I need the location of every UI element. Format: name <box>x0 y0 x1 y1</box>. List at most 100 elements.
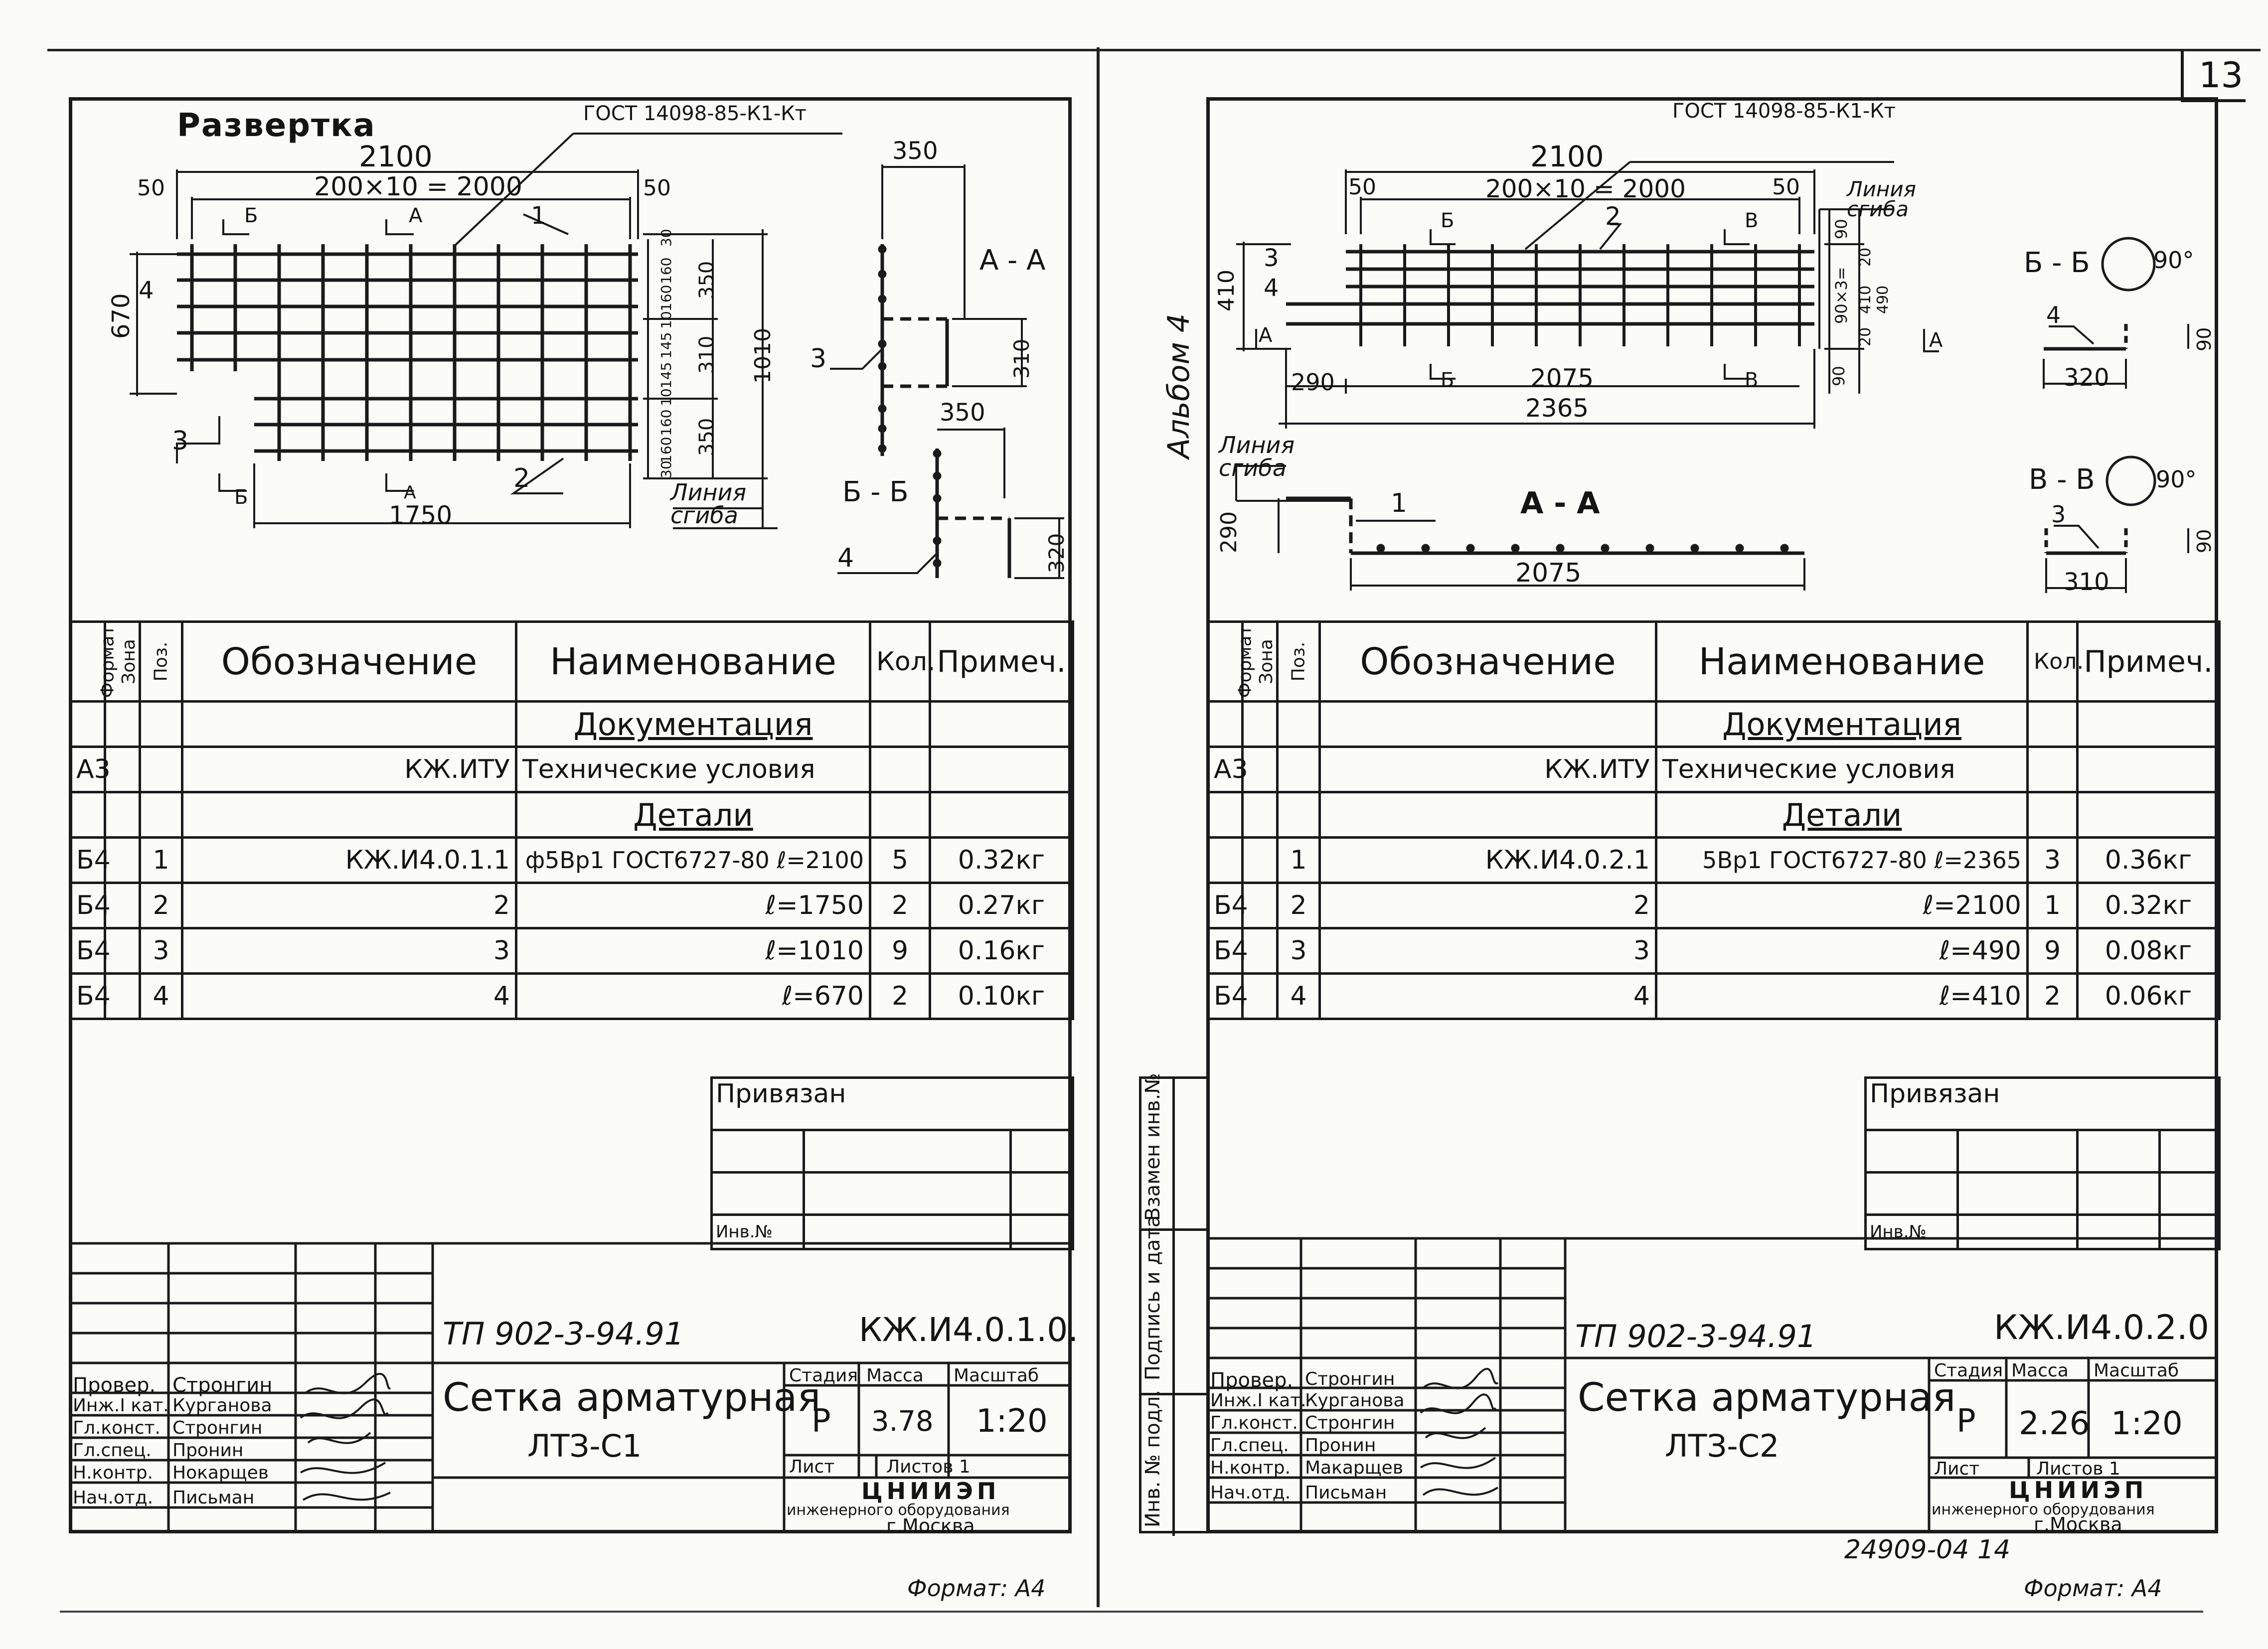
right-angle-vv: 90° <box>2156 466 2197 493</box>
right-org2: инженерного оборудования <box>1932 1501 2155 1518</box>
left-dim-height: 670 <box>107 293 135 339</box>
side-label-vzamen: Взамен инв.№ <box>1141 1073 1164 1221</box>
right-bb-pos-4: 4 <box>2046 301 2061 328</box>
right-dim-inner: 2075 <box>1530 364 1594 393</box>
right-mark-b1: Б <box>1441 209 1455 232</box>
right-dim-aa-height: 290 <box>1216 511 1242 553</box>
left-gost: ГОСТ 14098-85-К1-Кт <box>583 102 807 125</box>
left-dim-pitch: 200×10 = 2000 <box>314 172 522 202</box>
left-mark-a1: А <box>409 204 423 227</box>
right-signer-role-2: Инж.I кат. <box>1210 1390 1306 1411</box>
right-pos-1: 1 <box>1391 488 1408 518</box>
right-dim-bb-height: 90 <box>2193 327 2215 351</box>
top-rule <box>47 49 2261 51</box>
left-format: Формат: А4 <box>907 1575 1046 1602</box>
col-format: Формат <box>1206 620 1256 703</box>
side-strip <box>1139 1076 1209 1536</box>
left-signatures <box>300 1373 391 1501</box>
right-section-bb-label: Б - Б <box>2024 247 2090 279</box>
col-name: Наименование <box>515 620 871 703</box>
right-dim-height: 410 <box>1214 270 1239 311</box>
left-signer-name-2: Курганова <box>172 1395 272 1416</box>
col-zone: Зона <box>104 620 141 703</box>
left-doc-code: КЖ.И4.0.1.0. <box>859 1311 1079 1349</box>
left-dim-small-2: 160 <box>658 257 674 284</box>
left-mark-b1: Б <box>244 204 258 227</box>
left-signer-name-4: Пронин <box>172 1440 244 1461</box>
right-doc-code: КЖ.И4.0.2.0 <box>1994 1308 2209 1348</box>
left-dim-small-10: 30 <box>658 460 674 478</box>
left-section-aa-label: А - А <box>979 244 1046 277</box>
right-signatures <box>1420 1368 1499 1496</box>
right-sheet-label: Лист <box>1934 1459 1980 1479</box>
right-mass-label: Масса <box>2011 1360 2069 1381</box>
left-mark-b2: Б <box>234 486 248 509</box>
right-bend-line-bottom: Линия сгиба <box>1219 432 1295 481</box>
right-pos-4: 4 <box>1264 274 1279 302</box>
page-number-box: 13 <box>2181 50 2246 102</box>
section-docs: Документация <box>515 700 871 748</box>
right-vv-pos-3: 3 <box>2051 501 2066 528</box>
left-dim-bb-height: 320 <box>1044 533 1069 573</box>
right-dim-mid: 90×3= <box>1832 267 1851 324</box>
right-dim-90-bottom: 90 <box>1829 366 1848 386</box>
right-scale: 1:20 <box>2111 1405 2183 1442</box>
col-designation: Обозначение <box>181 620 517 703</box>
right-mark-a2: А <box>1929 329 1943 352</box>
right-pos-2: 2 <box>1605 202 1621 231</box>
left-dim-right-350-bottom: 350 <box>695 418 718 456</box>
left-pos-2: 2 <box>513 463 530 493</box>
doc-designation: КЖ.ИТУ <box>1318 746 1657 793</box>
left-pos-3: 3 <box>172 426 189 456</box>
left-mark-a2: А <box>404 482 416 503</box>
left-pos-1: 1 <box>531 202 546 230</box>
right-dim-total: 2100 <box>1530 140 1604 173</box>
right-dim-left-290: 290 <box>1291 369 1335 396</box>
right-signer-role-3: Гл.конст. <box>1210 1413 1298 1433</box>
right-dim-90-top: 90 <box>1832 219 1851 239</box>
left-signer-name-6: Письман <box>172 1488 255 1508</box>
right-mark-v2: В <box>1745 369 1759 392</box>
right-dim-20a: 20 <box>1857 247 1874 267</box>
right-signer-name-6: Письман <box>1305 1483 1387 1503</box>
left-doc-name-2: ЛТЗ-С1 <box>527 1428 642 1464</box>
section-parts: Детали <box>1655 791 2029 839</box>
right-dim-vv-width: 310 <box>2064 568 2109 596</box>
right-signer-name-4: Пронин <box>1305 1435 1376 1456</box>
centre-divider <box>1097 47 1100 1607</box>
left-mass-label: Масса <box>866 1365 924 1386</box>
left-title-grid: ТП 902-3-94.91 КЖ.И4.0.1.0. Сетка армату… <box>69 1242 1078 1537</box>
right-signer-name-5: Макарщев <box>1305 1458 1404 1478</box>
left-stage: Р <box>811 1403 831 1440</box>
left-stage-label: Стадия <box>789 1365 858 1386</box>
col-note: Примеч. <box>929 620 1074 703</box>
right-dim-410: 410 <box>1857 285 1874 314</box>
left-signer-role-3: Гл.конст. <box>73 1418 161 1438</box>
left-signer-name-5: Нокарщев <box>172 1463 269 1483</box>
left-dim-small-3: 160 <box>658 285 674 311</box>
right-dim-end-left: 50 <box>1348 174 1376 200</box>
left-signer-role-1: Провер. <box>73 1374 156 1397</box>
archive-number: 24909-04 14 <box>1844 1535 2011 1565</box>
left-dim-end-right: 50 <box>643 175 671 201</box>
left-signer-role-2: Инж.I кат. <box>73 1395 169 1416</box>
right-section-vv-label: В - В <box>2029 463 2095 496</box>
left-dim-small-8: 160 <box>658 409 674 436</box>
right-dim-bb-width: 320 <box>2064 364 2109 392</box>
right-section-aa-label: А - А <box>1520 486 1600 521</box>
right-dim-pitch: 200×10 = 2000 <box>1485 174 1686 203</box>
left-org1: ЦНИИЭП <box>861 1478 1000 1504</box>
side-label-inv-pod: Инв. № подл. <box>1141 1390 1164 1527</box>
side-label-sign-date: Подпись и дата <box>1141 1215 1164 1380</box>
right-signer-name-1: Стронгин <box>1305 1369 1395 1389</box>
right-dim-vv-height: 90 <box>2193 529 2215 553</box>
left-bb-pos-4: 4 <box>837 543 854 573</box>
left-signer-name-3: Стронгин <box>172 1418 263 1438</box>
doc-format: А3 <box>69 746 111 793</box>
album-label: Альбом 4 <box>1161 313 1196 458</box>
